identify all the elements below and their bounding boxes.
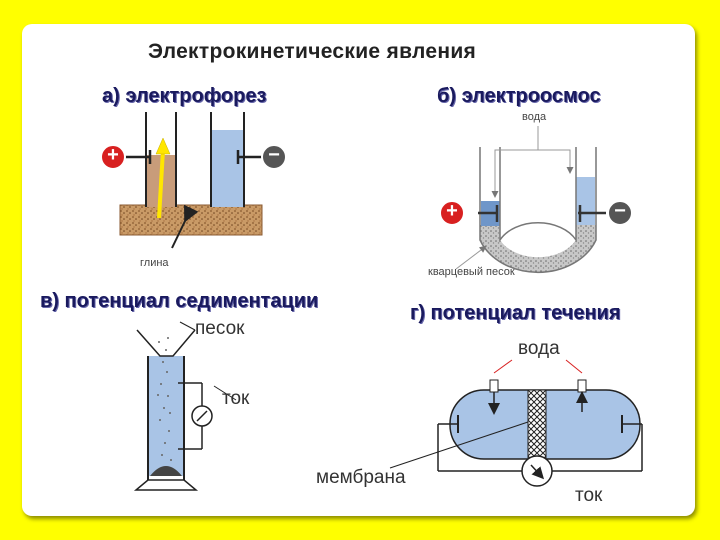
sand-label: песок [195,318,245,339]
electrophoresis-diagram [119,112,264,249]
negative-electrode-icon [261,144,287,170]
negative-electrode-icon [607,200,633,226]
right-tube-liquid [211,130,244,207]
settled-sand [150,466,182,476]
page-title: Электрокинетические явления [148,40,477,63]
heading-sedimentation-potential: в) потенциал седиментации [40,290,319,312]
positive-electrode-icon [439,200,465,226]
membrane [527,389,547,460]
migration-arrow [157,149,165,219]
plus-sign: + [107,144,119,166]
cylinder-liquid [148,356,184,476]
positive-electrode-icon [100,144,126,170]
clay-layer [119,204,263,236]
electroosmosis-diagram [455,126,606,274]
water-label: вода [522,111,547,123]
heading-streaming-potential: г) потенциал течения [410,302,621,324]
clay-label: глина [140,257,169,269]
membrane-label: мембрана [316,467,406,488]
current-label: ток [222,388,250,409]
sedimentation-diagram [133,321,237,491]
water-label: вода [518,338,560,359]
quartz-sand-label: кварцевый песок [428,266,515,278]
minus-sign: − [614,200,626,222]
quartz-sand-bed [480,225,596,273]
heading-electrophoresis: а) электрофорез [102,85,267,107]
heading-electroosmosis: б) электроосмос [437,85,601,107]
streaming-diagram [389,359,643,487]
plus-sign: + [446,200,458,222]
minus-sign: − [268,144,280,166]
current-label: ток [575,485,603,506]
